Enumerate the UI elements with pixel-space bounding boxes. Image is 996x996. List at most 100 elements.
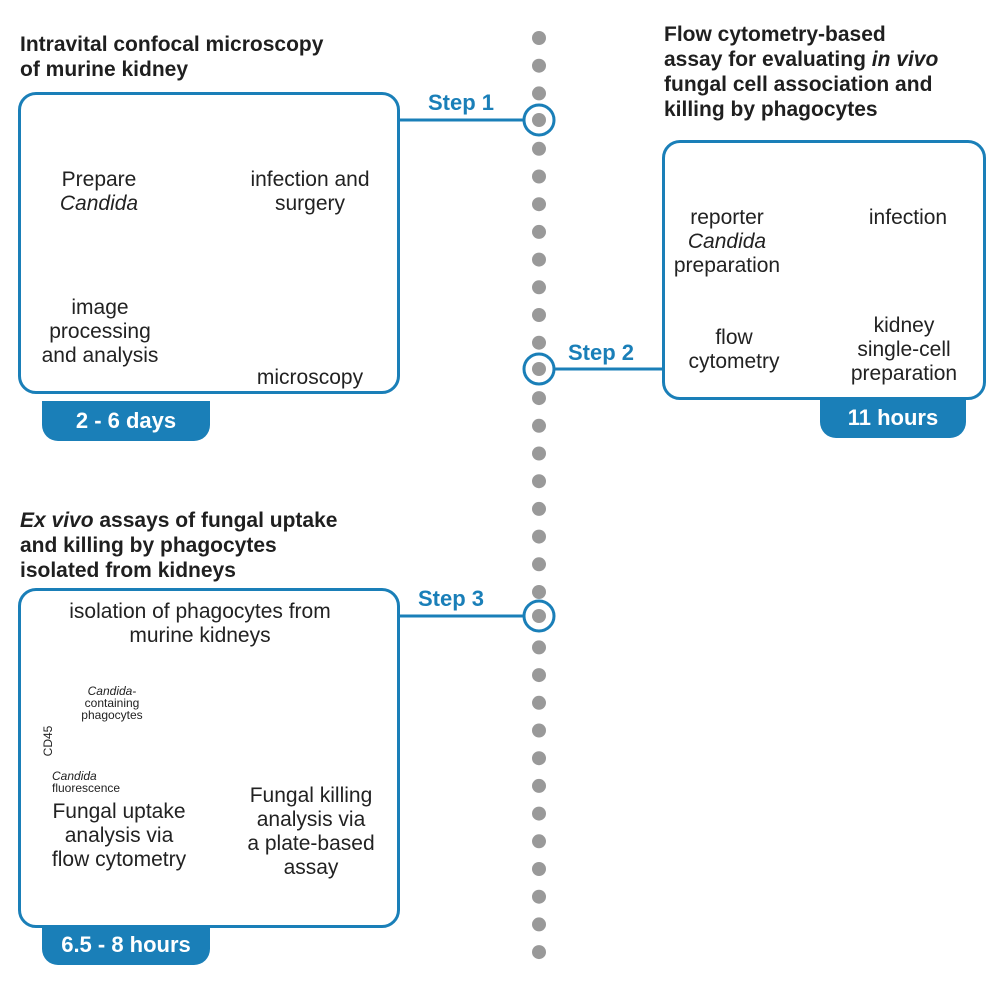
timeline-dot (532, 501, 546, 516)
step3-label: Step 3 (418, 586, 485, 611)
plot-title-line: Candida-containing (62, 685, 162, 709)
plot-title: Candida-containing phagocytes (62, 685, 162, 721)
timeline-dot (532, 224, 546, 239)
timeline-dot (532, 945, 546, 960)
timeline-dot (532, 862, 546, 876)
panel1-box (18, 92, 400, 394)
panel2-heading-line: killing by phagocytes (664, 98, 878, 121)
step3-connector (400, 599, 556, 633)
timeline-dot (532, 169, 546, 184)
timeline-dot (532, 834, 546, 849)
kidney-single-cell-label: kidney single-cell preparation (836, 314, 972, 386)
timeline-dot (532, 751, 546, 766)
timeline-dot (532, 778, 546, 793)
killing-text: assay (283, 856, 339, 879)
plot-title-text: -containing (84, 684, 140, 710)
timeline-dot (532, 335, 546, 350)
candida-text: Candida (687, 230, 767, 253)
timeline-dot (532, 640, 546, 655)
timeline-dot (532, 446, 546, 461)
image-processing-label: image processing and analysis (40, 296, 160, 368)
timeline-dot (532, 308, 546, 322)
x-axis-text: fluorescence (52, 781, 121, 795)
x-axis-italic: Candida (52, 769, 97, 783)
panel3-box (18, 588, 400, 928)
panel2-heading-italic: in vivo (871, 48, 939, 71)
y-axis-label: CD45 (41, 725, 55, 757)
prepare-label: Prepare Candida (40, 168, 158, 216)
timeline-dot (532, 668, 546, 683)
killing-text: analysis via (256, 808, 366, 831)
panel2-heading: Flow cytometry-based assay for evaluatin… (664, 22, 938, 122)
timeline-dot (532, 557, 546, 572)
panel3-heading-line: isolated from kidneys (20, 559, 236, 582)
duration-badge: 2 - 6 days (42, 401, 210, 441)
kidney-text: kidney (873, 314, 935, 337)
timeline-dot (532, 86, 546, 101)
murine-kidneys-text: murine kidneys (129, 624, 271, 647)
timeline-dot (532, 418, 546, 433)
panel2-heading-line: Flow cytometry-based (664, 23, 886, 46)
step2-connector (522, 352, 664, 386)
panel3-heading-text: assays of fungal uptake (93, 509, 338, 532)
infection-label: infection (868, 206, 948, 229)
uptake-text: Fungal uptake (52, 800, 186, 823)
plot-title-italic: Candida (87, 684, 133, 698)
isolation-text: isolation of phagocytes from (69, 600, 331, 623)
flow-text: flow (715, 326, 753, 349)
fungal-uptake-label: Fungal uptake analysis via flow cytometr… (26, 800, 212, 872)
timeline-dot (532, 529, 546, 544)
candida-text: Candida (59, 192, 139, 215)
timeline-dot (532, 391, 546, 406)
panel2-box (662, 140, 986, 400)
plot-title-line: phagocytes (81, 708, 143, 722)
panel1-heading-line: Intravital confocal microscopy (20, 33, 324, 56)
panel3-heading-italic: Ex vivo (20, 509, 94, 532)
uptake-text: analysis via (64, 824, 174, 847)
timeline-dot (532, 252, 546, 267)
processing-text: processing (49, 320, 151, 343)
isolation-label: isolation of phagocytes from murine kidn… (30, 600, 370, 648)
panel3-heading-line: and killing by phagocytes (20, 534, 277, 557)
infection-surgery-label: infection and surgery (230, 168, 390, 216)
timeline-dot (532, 806, 546, 821)
killing-text: a plate-based (247, 832, 375, 855)
reporter-text: reporter (690, 206, 764, 229)
step2-label: Step 2 (568, 340, 635, 365)
timeline-dot (532, 141, 546, 156)
timeline-dots (532, 31, 546, 960)
panel1-heading: Intravital confocal microscopy of murine… (20, 32, 323, 82)
x-axis-label: Candida fluorescence (52, 770, 128, 794)
duration-badge: 6.5 - 8 hours (42, 925, 210, 965)
timeline-dot (532, 197, 546, 212)
step1-connector (400, 103, 556, 137)
preparation-text: preparation (673, 254, 781, 277)
duration-badge: 11 hours (820, 398, 966, 438)
timeline-dot (532, 58, 546, 73)
microscopy-label: microscopy (256, 366, 364, 389)
cytometry-text: cytometry (688, 350, 780, 373)
infection-text: infection and (250, 168, 370, 191)
timeline-dot (532, 280, 546, 295)
image-text: image (71, 296, 129, 319)
uptake-text: flow cytometry (51, 848, 187, 871)
panel2-heading-line: assay for evaluating in vivo (664, 47, 938, 72)
fungal-killing-label: Fungal killing analysis via a plate-base… (226, 784, 396, 880)
timeline-dot (532, 723, 546, 738)
analysis-text: and analysis (41, 344, 159, 367)
surgery-text: surgery (274, 192, 346, 215)
reporter-candida-label: reporter Candida preparation (662, 206, 792, 278)
timeline-dot (532, 917, 546, 932)
panel2-heading-line: fungal cell association and (664, 73, 933, 96)
panel2-heading-text: assay for evaluating (664, 48, 872, 71)
timeline-dot (532, 695, 546, 710)
timeline-dot (532, 889, 546, 904)
timeline-dot (532, 474, 546, 489)
step1-label: Step 1 (428, 90, 495, 115)
killing-text: Fungal killing (249, 784, 373, 807)
single-cell-text: single-cell (857, 338, 951, 361)
panel3-heading-line: Ex vivo assays of fungal uptake (20, 508, 337, 533)
prepare-text: Prepare (61, 168, 137, 191)
panel3-heading: Ex vivo assays of fungal uptake and kill… (20, 508, 337, 583)
preparation-text: preparation (850, 362, 958, 385)
